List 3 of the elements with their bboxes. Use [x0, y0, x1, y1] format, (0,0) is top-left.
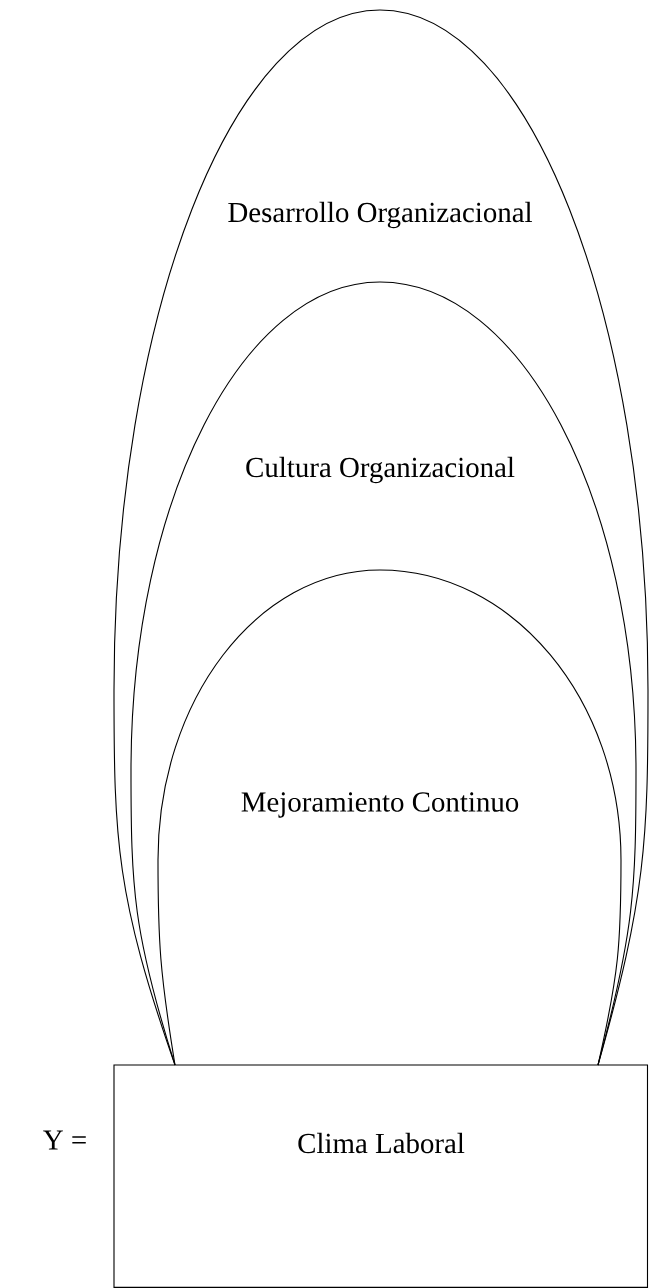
equation-label: Y = — [43, 1130, 86, 1150]
arch: Mejoramiento Continuo — [157, 569, 622, 1066]
rectangle-box: Clima Laboral — [113, 1064, 649, 1288]
